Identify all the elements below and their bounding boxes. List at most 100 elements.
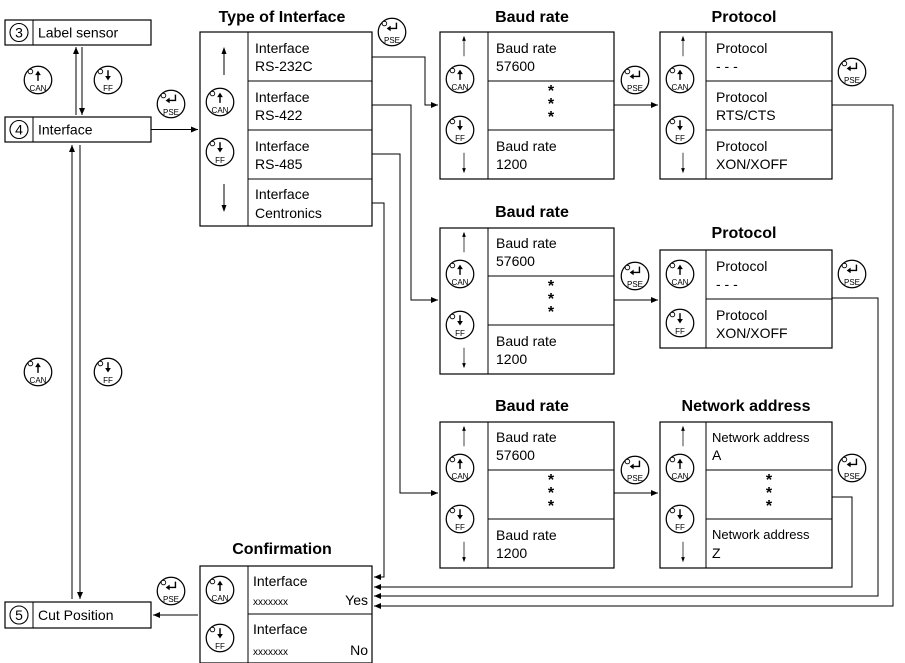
interface-label: Interface (38, 122, 93, 138)
svg-text:xxxxxxx: xxxxxxx (253, 597, 288, 608)
svg-text:Z: Z (712, 545, 721, 561)
svg-text:RTS/CTS: RTS/CTS (716, 107, 776, 123)
svg-text:Network address: Network address (712, 527, 810, 542)
can-key-icon: CAN (23, 65, 53, 95)
menu-item-cut-position: 5 Cut Position (4, 601, 152, 629)
svg-text:57600: 57600 (496, 58, 535, 74)
svg-text:FF: FF (455, 329, 465, 338)
svg-text:FF: FF (103, 84, 113, 93)
svg-text:RS-485: RS-485 (255, 156, 303, 172)
protocol-heading: Protocol (712, 9, 777, 26)
svg-text:CAN: CAN (212, 106, 229, 115)
svg-text:FF: FF (215, 642, 225, 651)
svg-text:FF: FF (675, 134, 685, 143)
ff-key-icon: FF (93, 357, 123, 387)
svg-text:Baud rate: Baud rate (496, 40, 557, 56)
svg-text:Protocol: Protocol (716, 138, 767, 154)
svg-text:Interface: Interface (253, 621, 308, 637)
svg-text:XON/XOFF: XON/XOFF (716, 325, 788, 341)
svg-text:Interface: Interface (255, 138, 310, 154)
network-address-heading: Network address (682, 398, 811, 415)
confirmation-no-option: Interface xxxxxxx No (253, 621, 368, 658)
svg-text:1200: 1200 (496, 156, 527, 172)
svg-text:A: A (712, 447, 722, 463)
svg-text:CAN: CAN (672, 83, 689, 92)
svg-text:Yes: Yes (345, 592, 368, 608)
svg-text:*: * (766, 498, 773, 515)
svg-text:CAN: CAN (452, 278, 469, 287)
svg-text:PSE: PSE (384, 36, 400, 45)
svg-text:Baud rate: Baud rate (496, 333, 557, 349)
baud-rate-heading: Baud rate (495, 204, 569, 221)
protocol-box-short: CAN FF Protocol - - - Protocol XON/XOFF (659, 249, 833, 349)
svg-text:*: * (548, 291, 555, 308)
svg-text:PSE: PSE (163, 108, 179, 117)
svg-text:- - -: - - - (716, 276, 738, 292)
svg-text:PSE: PSE (627, 280, 643, 289)
svg-text:1200: 1200 (496, 351, 527, 367)
pse-key-icon: PSE (156, 89, 186, 119)
svg-text:RS-422: RS-422 (255, 107, 303, 123)
menu-number-5: 5 (15, 607, 23, 623)
svg-text:Centronics: Centronics (255, 205, 322, 221)
pse-key-icon: PSE (156, 576, 186, 606)
svg-text:FF: FF (103, 376, 113, 385)
svg-text:PSE: PSE (844, 472, 860, 481)
svg-text:Interface: Interface (255, 40, 310, 56)
pse-key-icon: PSE (837, 57, 867, 87)
svg-text:FF: FF (455, 523, 465, 532)
baud-rate-heading: Baud rate (495, 398, 569, 415)
pse-key-icon: PSE (620, 65, 650, 95)
svg-text:FF: FF (455, 134, 465, 143)
svg-text:PSE: PSE (627, 474, 643, 483)
protocol-box-full: CAN FF Protocol - - - Protocol RTS/CTS P… (659, 31, 833, 180)
svg-text:*: * (548, 109, 555, 126)
main-menu-connectors (69, 47, 198, 618)
svg-text:*: * (766, 485, 773, 502)
svg-text:No: No (350, 642, 368, 658)
svg-text:PSE: PSE (844, 76, 860, 85)
pse-key-icon: PSE (620, 261, 650, 291)
svg-text:PSE: PSE (163, 595, 179, 604)
svg-text:XON/XOFF: XON/XOFF (716, 156, 788, 172)
pse-key-icon: PSE (837, 453, 867, 483)
svg-text:*: * (548, 472, 555, 489)
svg-text:Interface: Interface (253, 573, 308, 589)
svg-text:Protocol: Protocol (716, 40, 767, 56)
svg-text:Interface: Interface (255, 186, 310, 202)
svg-text:Protocol: Protocol (716, 307, 767, 323)
svg-text:*: * (548, 278, 555, 295)
svg-text:Protocol: Protocol (716, 89, 767, 105)
svg-text:Baud rate: Baud rate (496, 527, 557, 543)
svg-text:Baud rate: Baud rate (496, 235, 557, 251)
svg-text:xxxxxxx: xxxxxxx (253, 647, 288, 658)
interface-type-box: CAN FF Interface RS-232C Interface RS-42… (199, 31, 373, 227)
svg-text:CAN: CAN (212, 594, 229, 603)
network-address-box: CAN FF Network address A * * * Network a… (659, 421, 833, 569)
svg-text:Baud rate: Baud rate (496, 138, 557, 154)
svg-text:PSE: PSE (844, 278, 860, 287)
cut-position-label: Cut Position (38, 607, 113, 623)
svg-text:CAN: CAN (452, 472, 469, 481)
confirmation-heading: Confirmation (232, 541, 332, 558)
svg-text:FF: FF (675, 523, 685, 532)
menu-item-label-sensor: 3 Label sensor (4, 19, 152, 46)
can-key-icon: CAN (23, 357, 53, 387)
baud-rate-box-rs422: CAN FF Baud rate 57600 * * * Baud rate 1… (439, 227, 615, 375)
svg-text:- - -: - - - (716, 58, 738, 74)
svg-text:*: * (548, 485, 555, 502)
svg-text:1200: 1200 (496, 545, 527, 561)
svg-text:RS-232C: RS-232C (255, 58, 313, 74)
svg-text:CAN: CAN (672, 472, 689, 481)
svg-text:57600: 57600 (496, 253, 535, 269)
svg-text:Interface: Interface (255, 89, 310, 105)
interface-option-rs485: Interface RS-485 (255, 138, 310, 172)
baud-rate-box-rs232c: CAN FF Baud rate 57600 * * * Baud rate 1… (439, 31, 615, 180)
svg-text:FF: FF (675, 327, 685, 336)
label-sensor-label: Label sensor (38, 25, 119, 41)
type-of-interface-heading: Type of Interface (219, 9, 346, 26)
svg-text:Network address: Network address (712, 430, 810, 445)
svg-text:Protocol: Protocol (716, 258, 767, 274)
svg-text:*: * (548, 83, 555, 100)
